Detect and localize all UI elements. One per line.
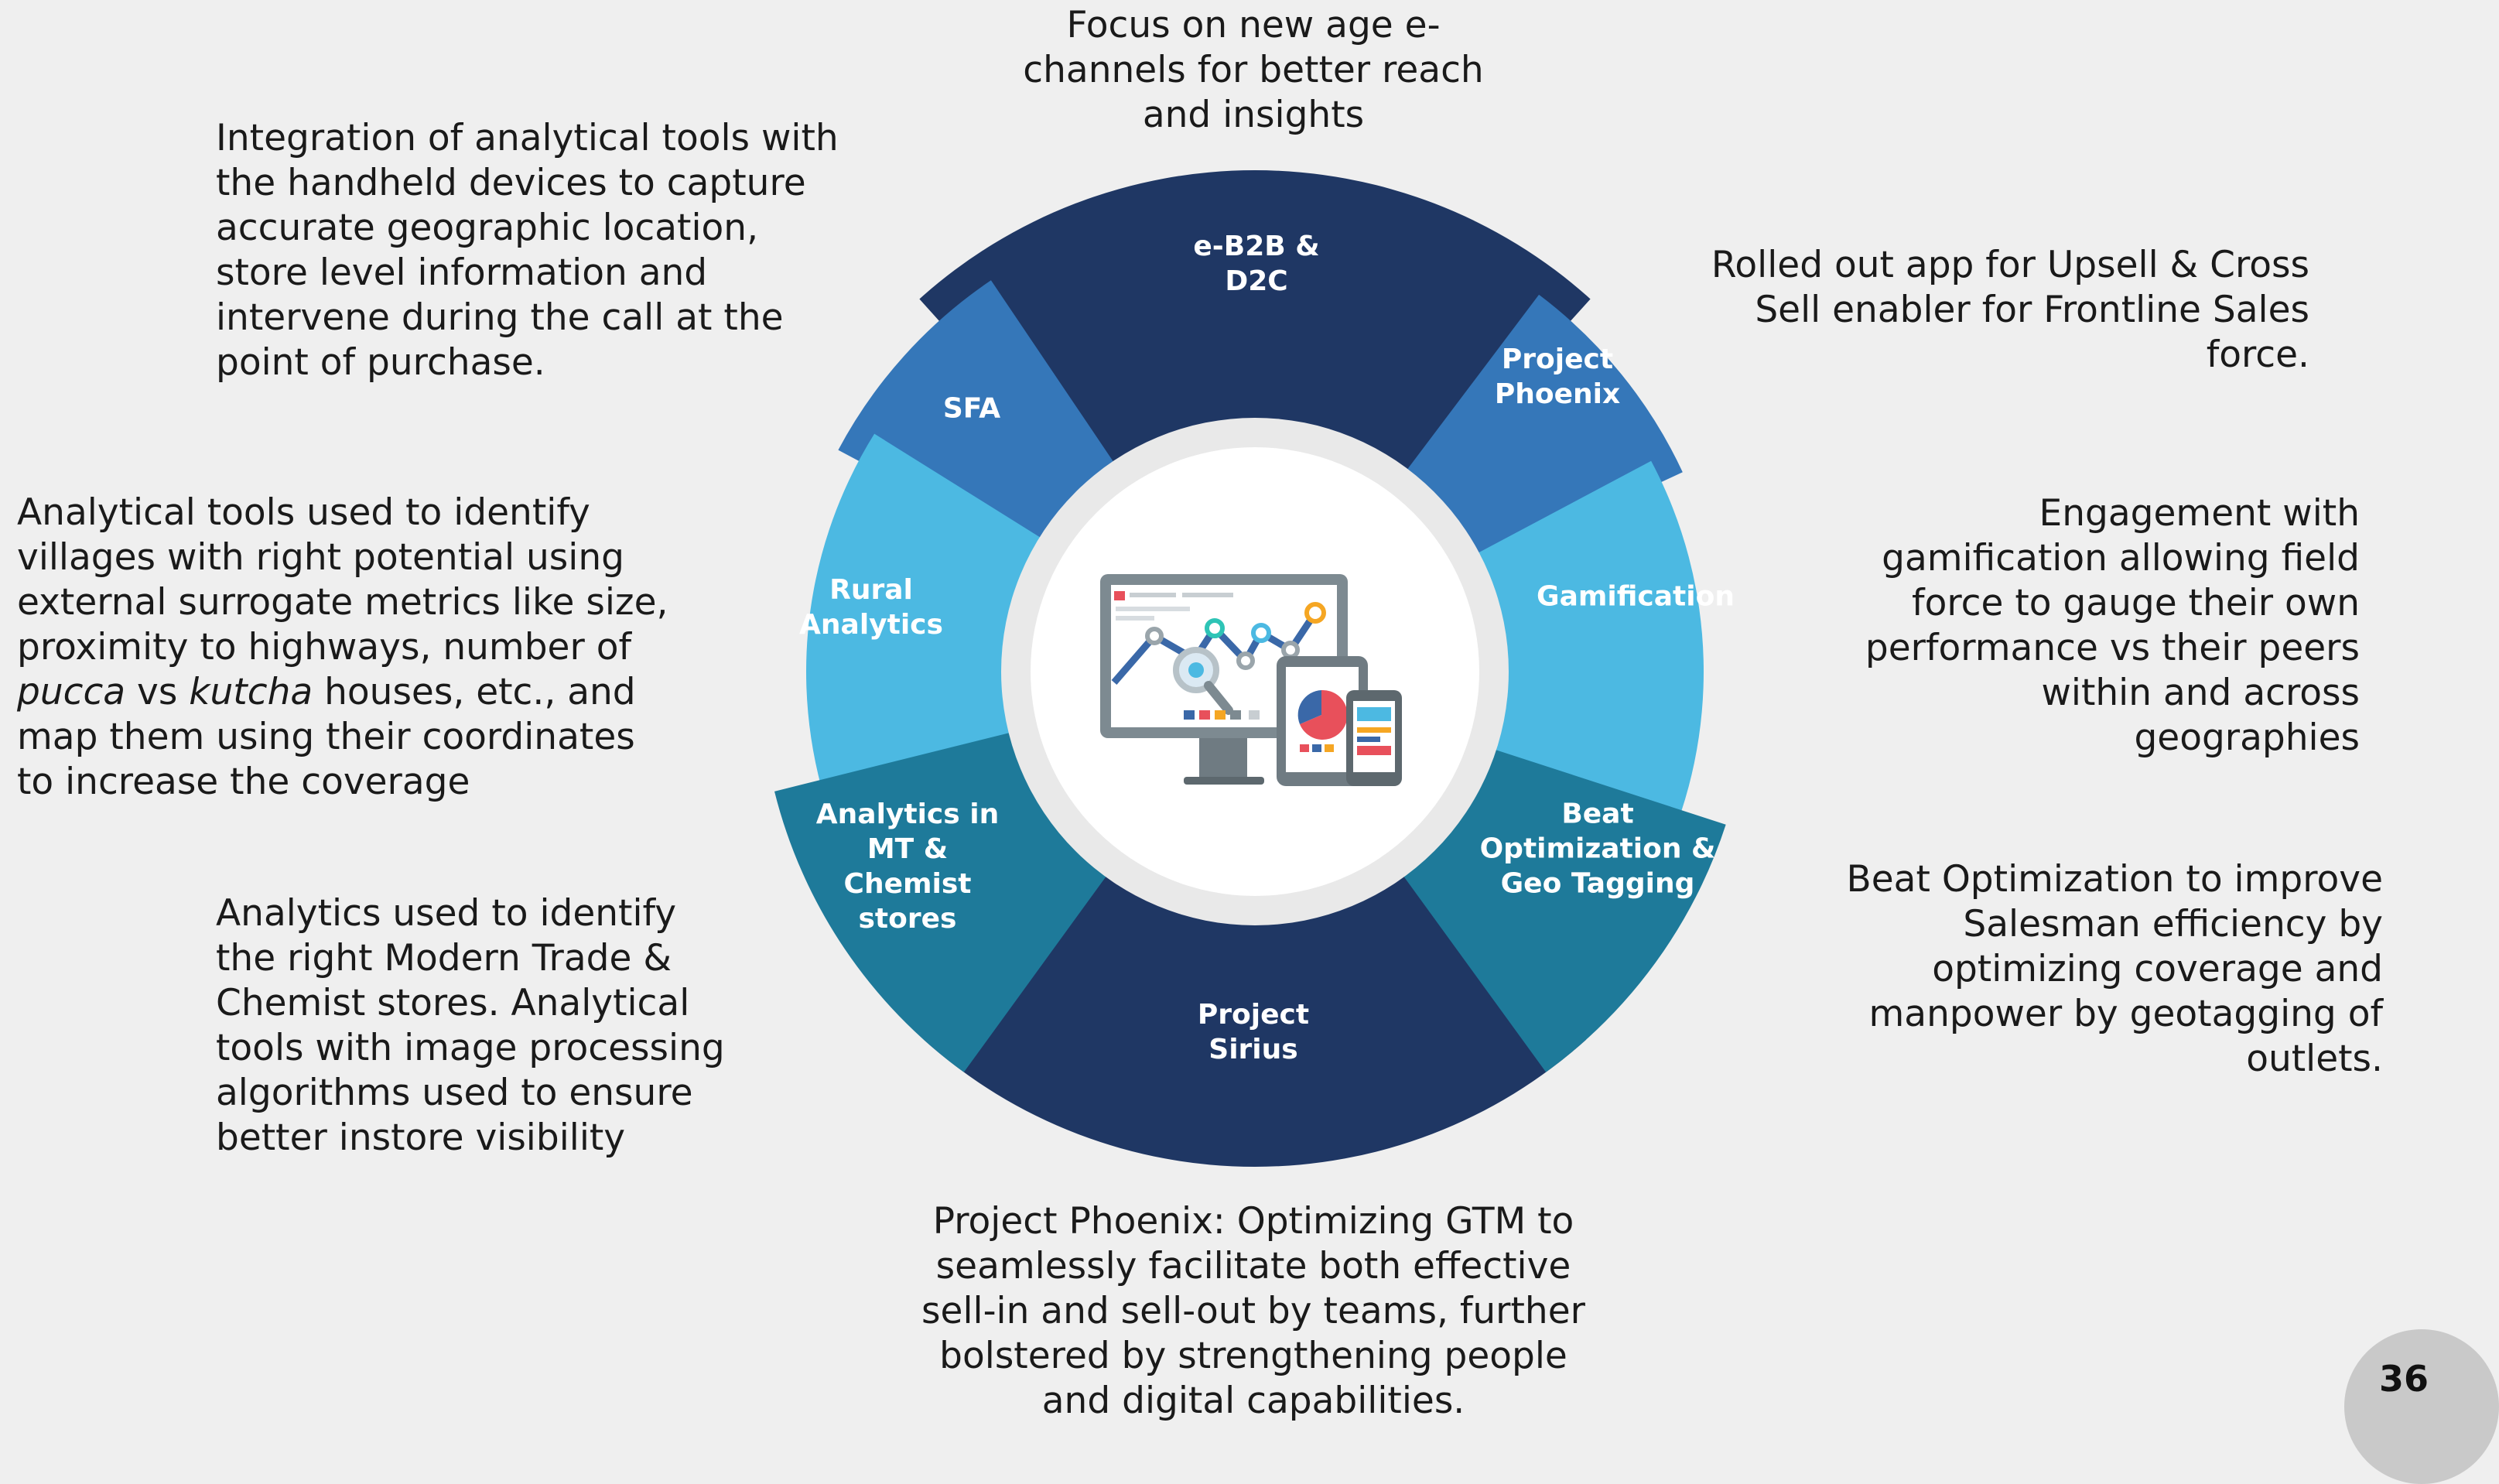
analytics-dashboard-devices-icon bbox=[1100, 574, 1402, 786]
segment-sfa bbox=[838, 280, 1126, 563]
description-gamification: Engagement with gamification allowing fi… bbox=[1865, 492, 2360, 759]
segment-label-rural-analytics: Rural Analytics bbox=[799, 574, 943, 641]
segment-label-project-phoenix: Project Phoenix bbox=[1494, 344, 1621, 410]
strategy-wheel bbox=[774, 169, 1726, 1168]
description-e-b2b: Focus on new age e- channels for better … bbox=[1023, 4, 1484, 136]
segment-label-sfa: SFA bbox=[942, 392, 1001, 425]
segment-project-sirius bbox=[923, 843, 1587, 1168]
page-number: 36 bbox=[2379, 1358, 2429, 1400]
description-project-phoenix: Rolled out app for Upsell & Cross Sell e… bbox=[1711, 244, 2309, 376]
description-beat-optimization: Beat Optimization to improve Salesman ef… bbox=[1846, 858, 2383, 1080]
segment-label-beat-optimization: Beat Optimization & Geo Tagging bbox=[1479, 798, 1716, 900]
rural-text-part2: houses, etc., and map them using their c… bbox=[17, 671, 636, 803]
rural-text-part1: Analytical tools used to identify villag… bbox=[17, 491, 668, 668]
segment-label-e-b2b: e-B2B & D2C bbox=[1193, 231, 1320, 297]
description-sfa: Integration of analytical tools with the… bbox=[216, 117, 839, 384]
page-number-badge bbox=[2344, 1329, 2499, 1484]
segment-label-analytics-mt: Analytics in MT & Chemist stores bbox=[815, 798, 1000, 935]
segment-label-project-sirius: Project Sirius bbox=[1197, 999, 1310, 1065]
segment-label-gamification: Gamification bbox=[1537, 580, 1735, 613]
segment-beat-optimization bbox=[1391, 743, 1726, 1072]
segment-analytics-mt bbox=[774, 727, 1119, 1072]
rural-term-kutcha: kutcha bbox=[189, 671, 313, 713]
rural-term-pucca: pucca bbox=[17, 671, 126, 713]
description-project-sirius: Project Phoenix: Optimizing GTM to seaml… bbox=[921, 1200, 1585, 1422]
segment-e-b2b bbox=[919, 169, 1591, 500]
description-analytics-mt: Analytics used to identify the right Mod… bbox=[216, 892, 725, 1159]
description-rural-analytics: Analytical tools used to identify villag… bbox=[17, 491, 713, 805]
rural-text-vs: vs bbox=[125, 671, 190, 713]
